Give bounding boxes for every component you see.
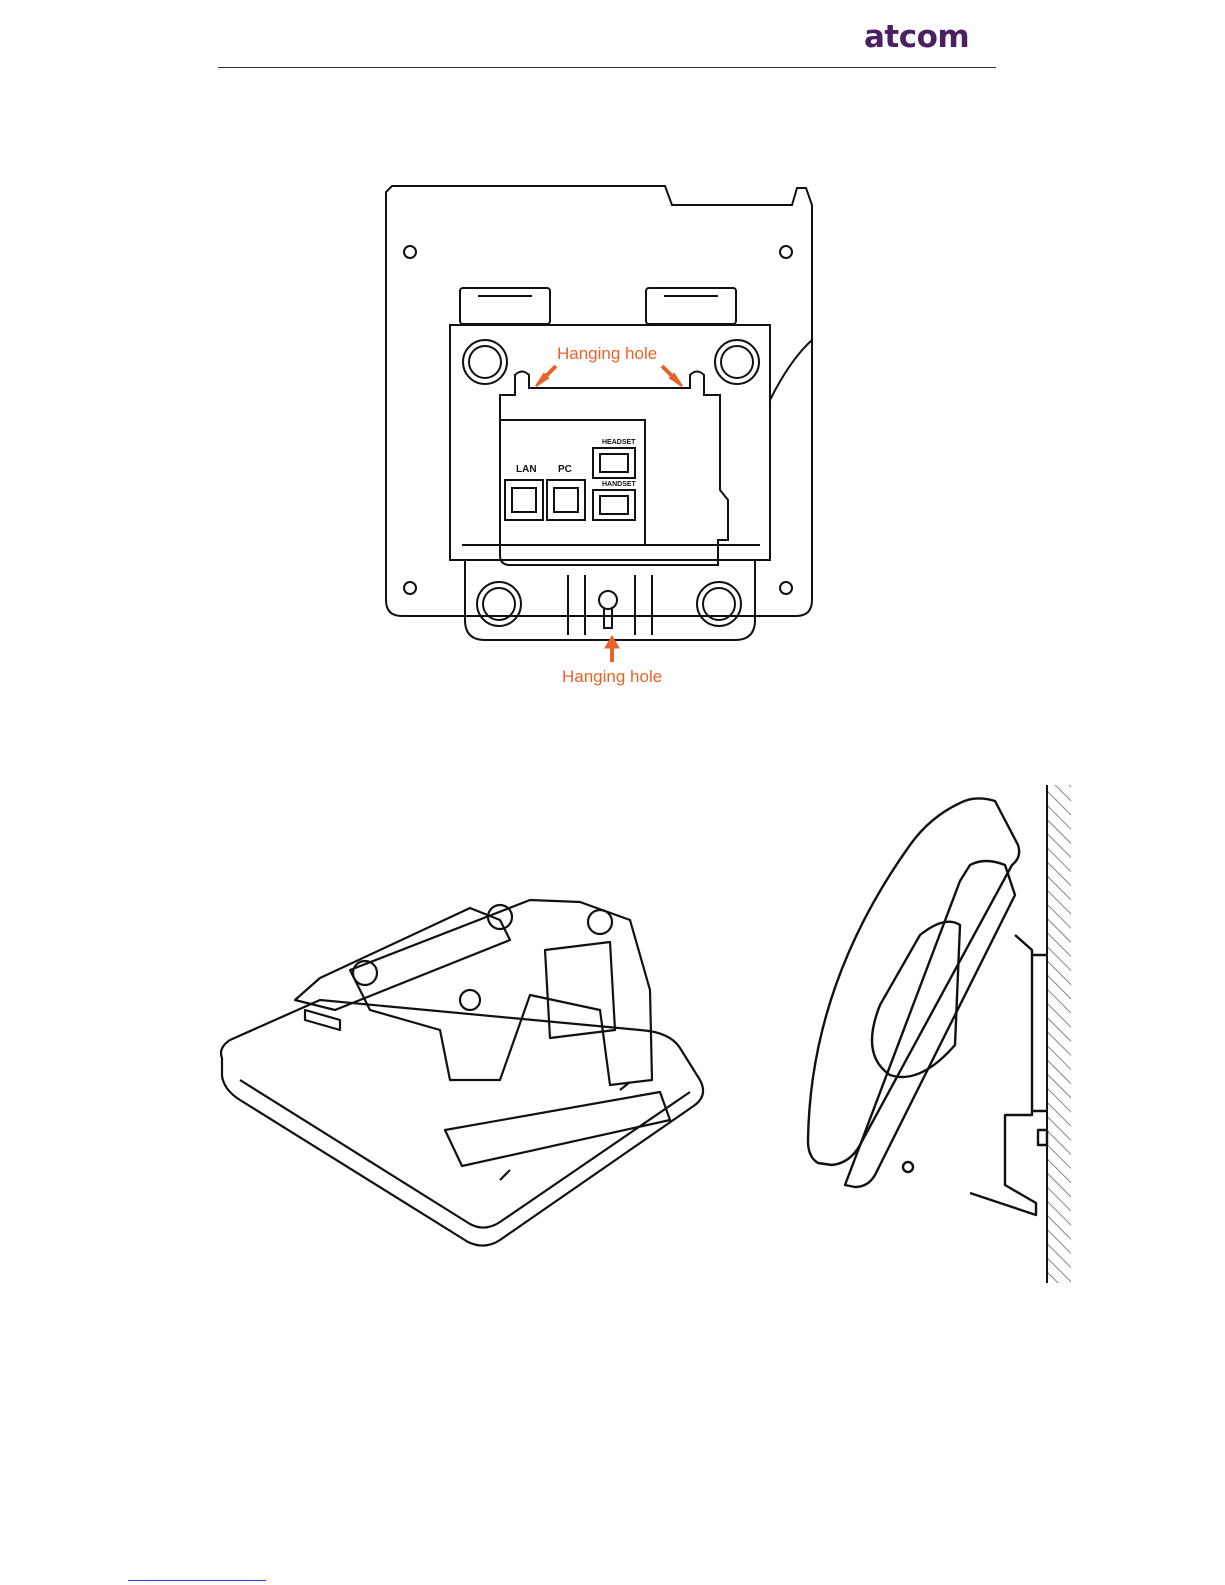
phone-back-figure: LAN PC HEADSET HANDSET Hanging hole Hang… <box>0 0 1225 720</box>
hanging-hole-callout-top: Hanging hole <box>557 344 657 363</box>
handset-port-label: HANDSET <box>602 481 637 488</box>
phone-wall-mount-figure <box>800 785 1080 1285</box>
footer-link-underline[interactable] <box>128 1580 266 1581</box>
wall-hatching <box>1047 785 1071 1283</box>
hanging-hole-callout-bottom: Hanging hole <box>562 667 662 686</box>
lan-port-label: LAN <box>516 464 537 475</box>
headset-port-label: HEADSET <box>602 439 636 446</box>
pc-port-label: PC <box>558 464 572 475</box>
phone-stand-figure <box>200 880 740 1260</box>
